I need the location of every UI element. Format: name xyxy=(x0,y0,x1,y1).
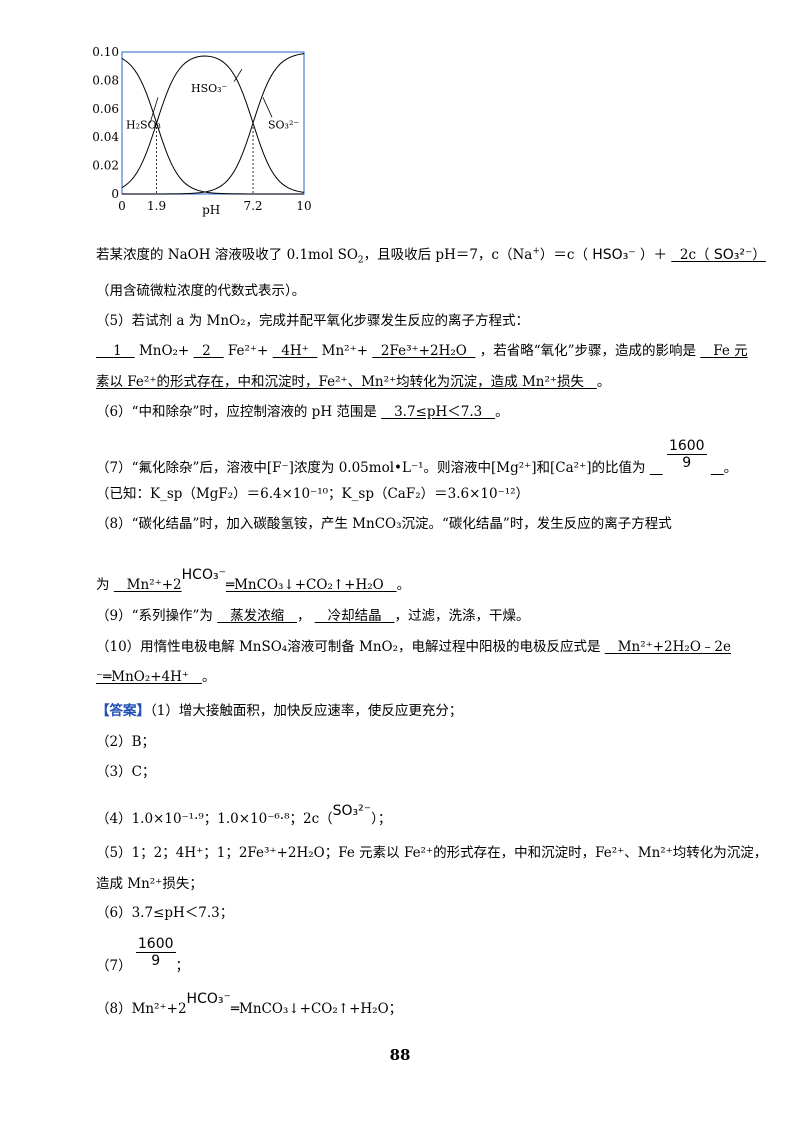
y-tick-label-2: 0.06 xyxy=(92,102,119,116)
line-2: （用含硫微粒浓度的代数式表示）。 xyxy=(96,283,306,299)
line-q8-eq: 为 Mn²⁺+2HCO₃⁻═MnCO₃↓+CO₂↑+H₂O 。 xyxy=(96,567,411,593)
leader-hso3 xyxy=(233,68,243,83)
answer-1: 【答案】（1）增大接触面积，加快反应速率，使反应更充分； xyxy=(96,703,463,719)
distribution-chart: 0.10 0.08 0.06 0.04 0.02 00 1.9 pH 7.2 10 H₂SO₃ HSO… xyxy=(92,45,311,217)
answer-2: （2）B； xyxy=(96,734,156,750)
species-label-0: H₂SO₃ xyxy=(126,119,161,132)
line-q8: （8）“碳化结晶”时，加入碳酸氢铵，产生 MnCO₃沉淀。“碳化结晶”时，发生反… xyxy=(96,516,672,532)
line-q5: （5）若试剂 a 为 MnO₂，完成并配平氧化步骤发生反应的离子方程式： xyxy=(96,313,530,329)
answer-blank-1: 2c（ SO₃²⁻） xyxy=(679,247,766,263)
answer-tag: 【答案】 xyxy=(96,703,150,719)
leader-so3 xyxy=(262,97,273,118)
line-q9: （9）“系列操作”为 蒸发浓缩 ， 冷却结晶 ，过滤，洗涤，干燥。 xyxy=(96,608,530,624)
answer-6: （6）3.7≤pH＜7.3； xyxy=(96,905,234,921)
y-tick-label-0: 0.10 xyxy=(92,45,119,59)
x-tick-label-2: pH xyxy=(202,203,220,217)
y-tick-label-4: 0.02 xyxy=(92,159,119,173)
species-label-1: HSO₃⁻ xyxy=(191,82,228,95)
y-tick-label-5: 0 xyxy=(111,187,119,201)
x-tick-label-0: 0 xyxy=(118,199,126,213)
answer-8: （8）Mn²⁺+2HCO₃⁻═MnCO₃↓+CO₂↑+H₂O； xyxy=(96,991,403,1017)
x-tick-label-3: 7.2 xyxy=(243,199,262,213)
line-q6: （6）“中和除杂”时，应控制溶液的 pH 范围是 3.7≤pH＜7.3 。 xyxy=(96,404,509,420)
x-tick-label-4: 10 xyxy=(296,199,311,213)
leader-h2so3 xyxy=(149,97,159,124)
answer-5-cont: 造成 Mn²⁺损失； xyxy=(96,876,203,892)
hso3-formula: HSO₃⁻ xyxy=(592,247,636,263)
curve-hso3 xyxy=(121,55,305,193)
line-1: 若某浓度的 NaOH 溶液吸收了 0.1mol SO2，且吸收后 pH＝7，c（… xyxy=(96,246,766,266)
line-q5-eq: 1 MnO₂+ 2 Fe²⁺+ 4H⁺ Mn²⁺+ 2Fe³⁺+2H₂O ，若省… xyxy=(113,343,748,359)
curve-h2so3 xyxy=(121,58,304,195)
curve-so3 xyxy=(122,53,305,195)
line-q10-cont: ⁻═MnO₂+4H⁺ 。 xyxy=(96,669,216,685)
y-tick-label-1: 0.08 xyxy=(92,73,119,87)
line-q7: （7）“氟化除杂”后，溶液中[F⁻]浓度为 0.05mol•L⁻¹。则溶液中[M… xyxy=(96,438,738,476)
x-tick-label-1: 1.9 xyxy=(147,199,166,213)
line-q10: （10）用惰性电极电解 MnSO₄溶液可制备 MnO₂，电解过程中阳极的电极反应… xyxy=(96,639,731,655)
plot-frame xyxy=(121,51,305,195)
answer-4: （4）1.0×10⁻¹·⁹；1.0×10⁻⁶·⁸；2c（SO₃²⁻）； xyxy=(96,803,392,827)
page-number: 88 xyxy=(389,1046,411,1064)
hco3-formula: HCO₃⁻ xyxy=(181,567,226,583)
line-q5-effect: 素以 Fe²⁺的形式存在，中和沉淀时，Fe²⁺、Mn²⁺均转化为沉淀，造成 Mn… xyxy=(96,374,611,390)
so3-formula-ans: SO₃²⁻ xyxy=(332,803,372,819)
species-label-2: SO₃²⁻ xyxy=(268,119,299,132)
hco3-formula-ans: HCO₃⁻ xyxy=(186,991,231,1007)
y-tick-label-3: 0.04 xyxy=(92,130,119,144)
line-ksp: （已知：K_sp（MgF₂）＝6.4×10⁻¹⁰；K_sp（CaF₂）＝3.6×… xyxy=(96,486,530,502)
so3-formula: SO₃²⁻ xyxy=(713,247,753,263)
answer-5: （5）1；2；4H⁺；1；2Fe³⁺+2H₂O；Fe 元素以 Fe²⁺的形式存在… xyxy=(96,845,768,861)
answer-3: （3）C； xyxy=(96,764,156,780)
